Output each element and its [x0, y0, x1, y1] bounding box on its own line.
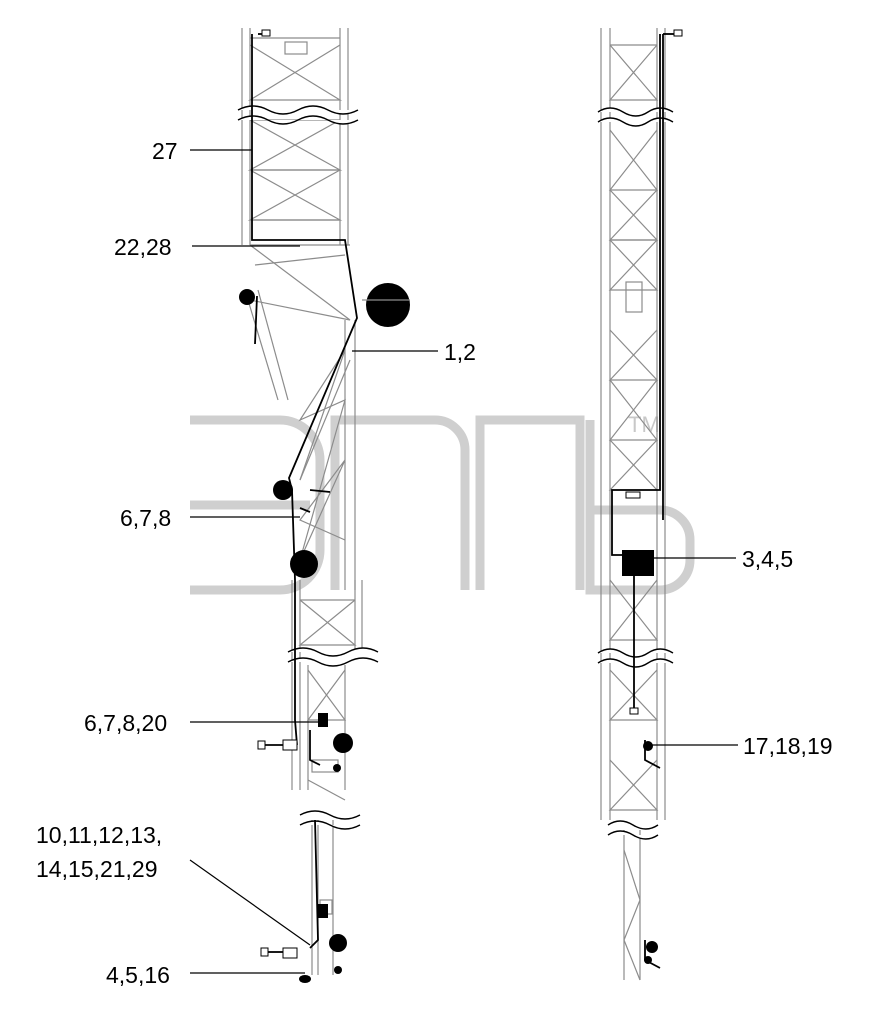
- callout-1-2: 1,2: [444, 339, 476, 365]
- callout-6-7-8: 6,7,8: [120, 505, 171, 531]
- callout-17-18-19: 17,18,19: [743, 733, 833, 759]
- callout-27: 27: [152, 138, 178, 164]
- callout-3-4-5: 3,4,5: [742, 546, 793, 572]
- callout-10-to-13: 10,11,12,13,: [36, 822, 162, 848]
- watermark-tm: TM: [628, 412, 660, 437]
- right-boom-breaks: [597, 107, 674, 840]
- watermark-logo: TM: [190, 412, 695, 595]
- callout-6-7-8-20: 6,7,8,20: [84, 710, 167, 736]
- leader-lines: [189, 149, 738, 974]
- callout-22-28: 22,28: [114, 234, 172, 260]
- callout-14-to-29: 14,15,21,29: [36, 856, 158, 882]
- left-boom-lattice: [239, 28, 410, 983]
- callout-4-5-16: 4,5,16: [106, 962, 170, 988]
- right-boom-lattice: [600, 28, 666, 981]
- left-boom-cables: [251, 29, 358, 974]
- right-boom-cables: [611, 29, 683, 969]
